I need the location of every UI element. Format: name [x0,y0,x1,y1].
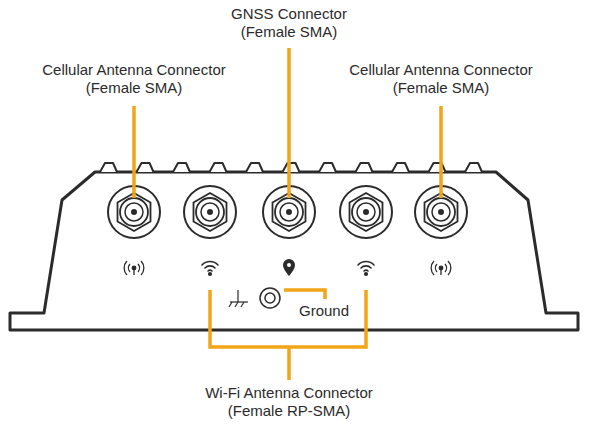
fin [100,163,117,172]
fin [283,163,300,172]
fin [319,163,336,172]
fin [173,163,190,172]
housing-fins [100,163,482,172]
fin [356,163,373,172]
fin [429,163,446,172]
fin [210,163,227,172]
fin [137,163,154,172]
connector-label: Cellular Antenna Connector (Female SMA) [339,61,544,97]
fin [392,163,409,172]
port-icons [124,259,451,308]
connector-label: Cellular Antenna Connector (Female SMA) [32,61,237,97]
housing [10,172,578,330]
fin [465,163,482,172]
connector-label: GNSS Connector (Female SMA) [204,5,374,41]
leader-lines [134,48,441,380]
antenna-connector [184,186,236,238]
fin [246,163,263,172]
antenna-connector [340,186,392,238]
ground-label: Ground [289,302,359,320]
connector-label: Wi-Fi Antenna Connector (Female RP-SMA) [189,384,389,420]
